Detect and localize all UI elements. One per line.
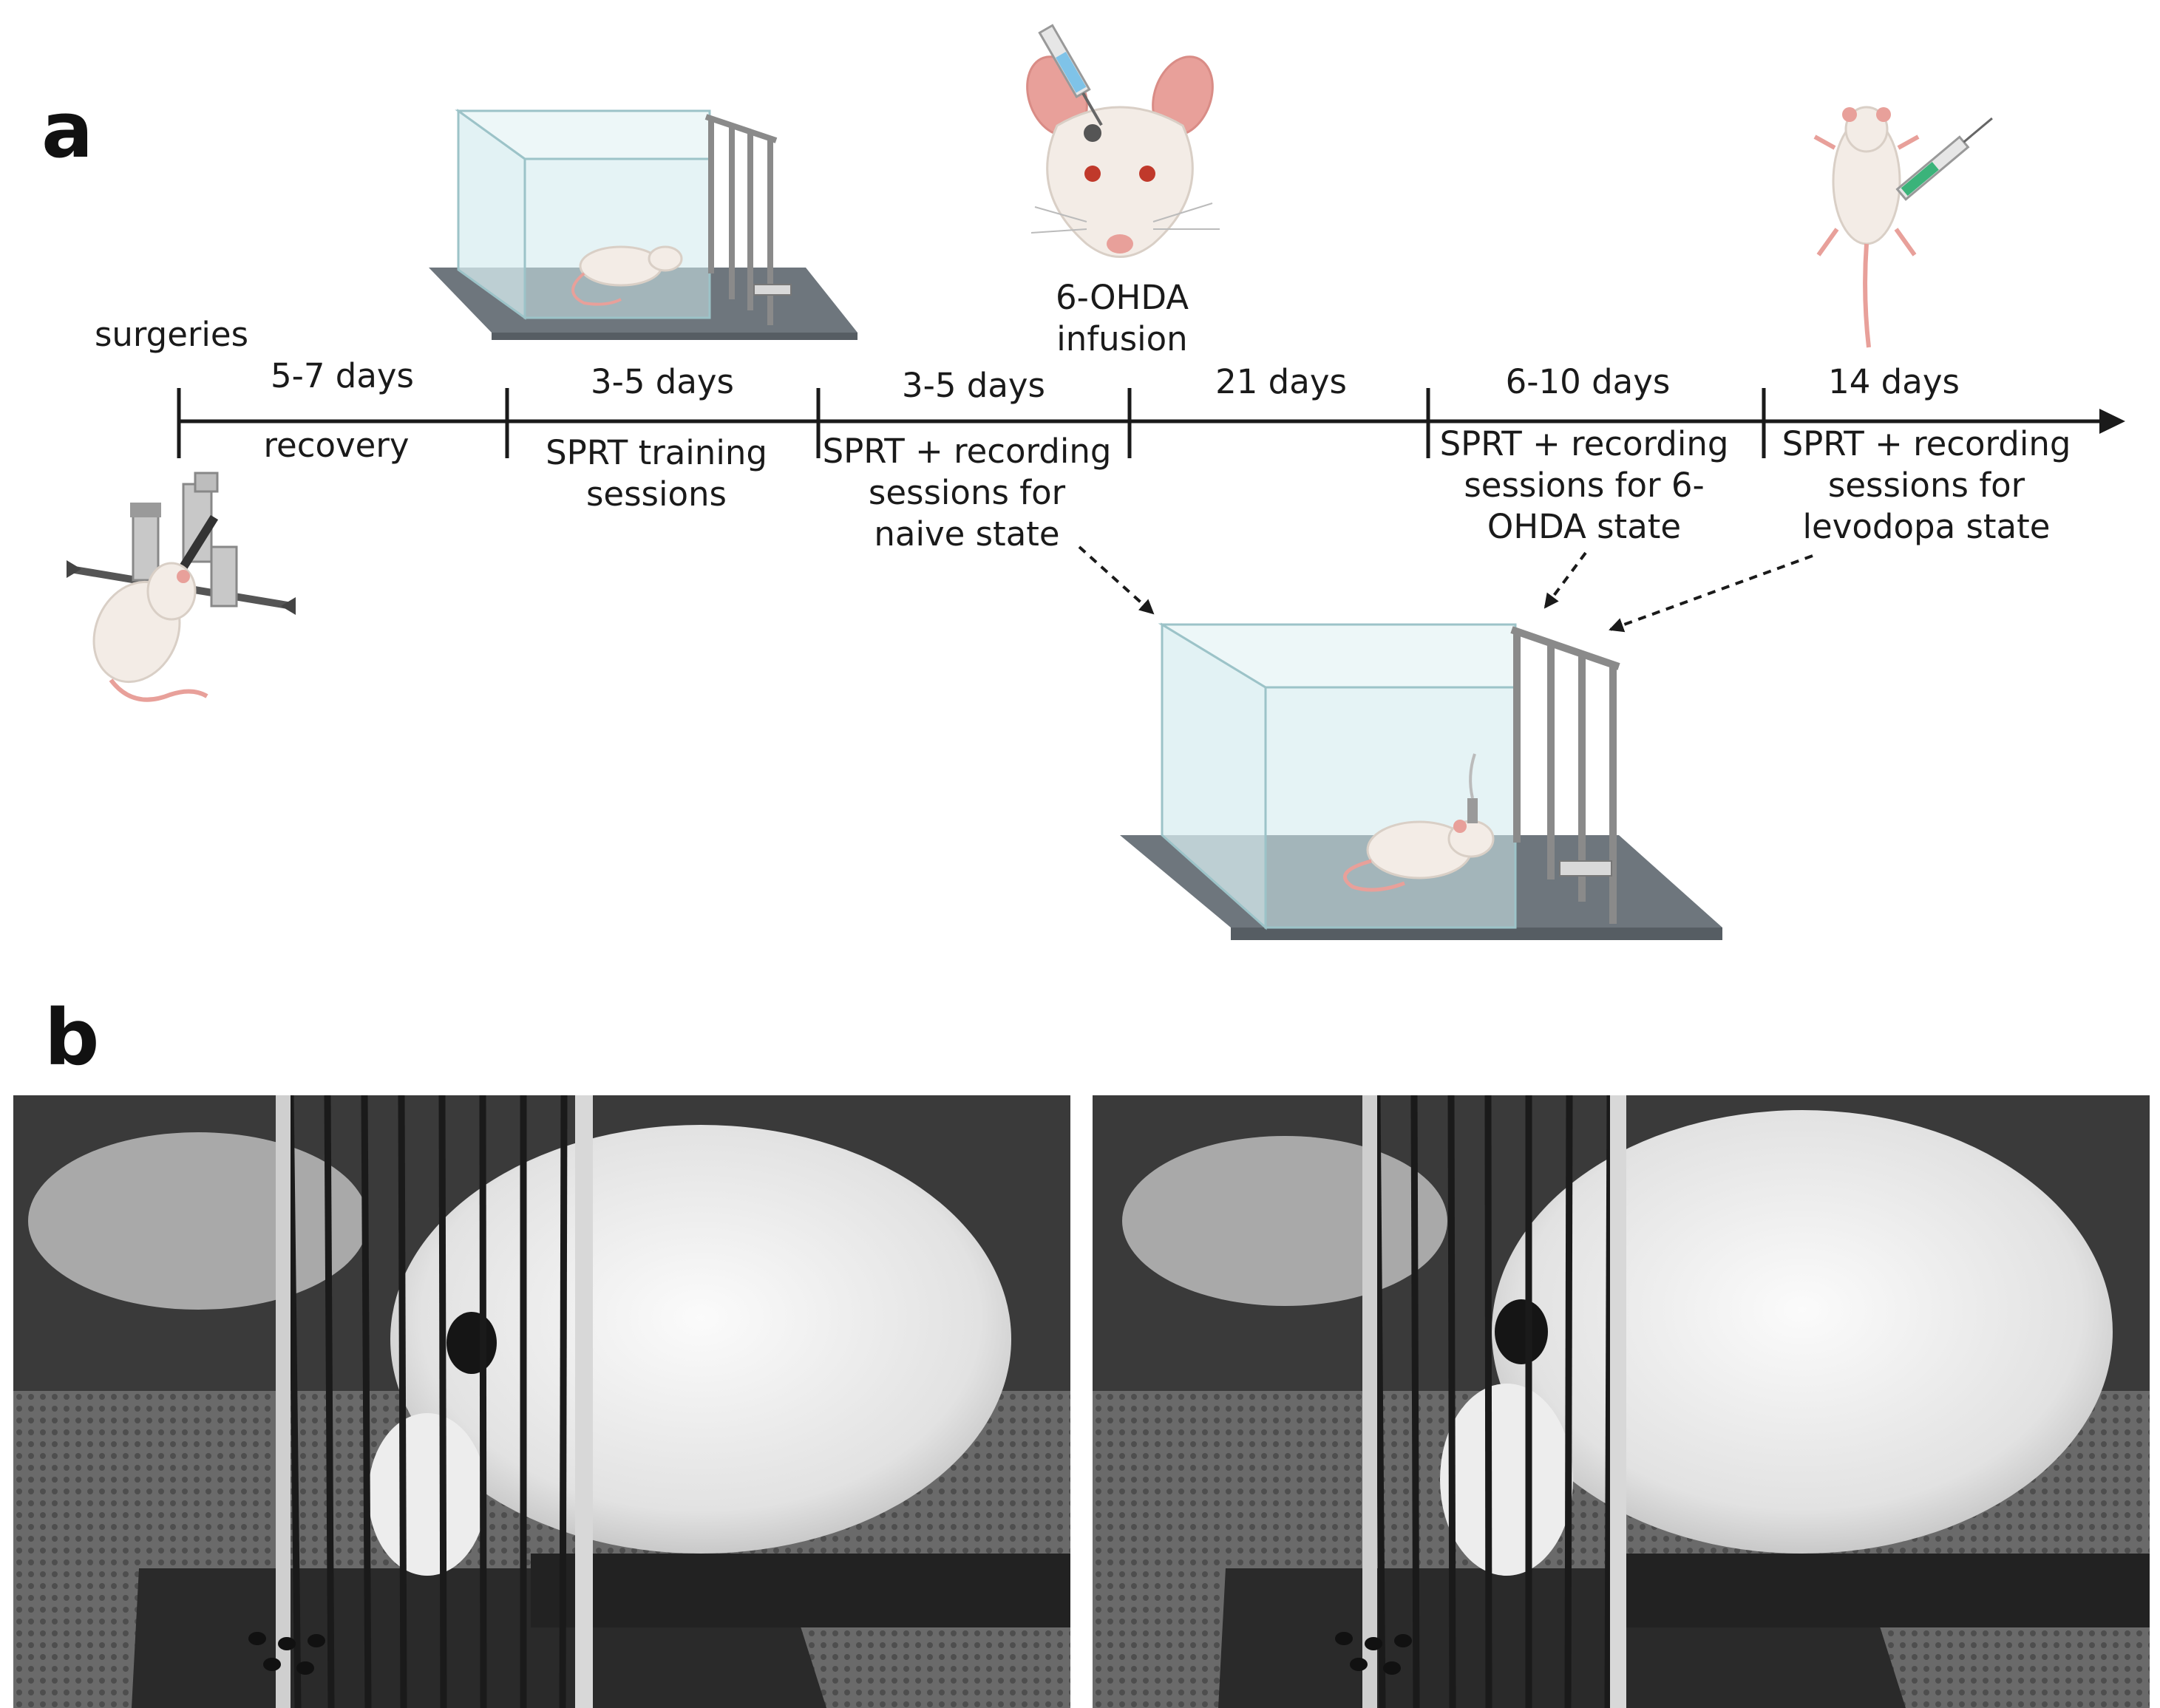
phase-5-duration: 6-10 days [1505,362,1671,401]
start-label: surgeries [94,315,249,354]
rat-injection-icon [1813,106,1993,348]
dashed-arrows [1078,545,1813,633]
phase-2-desc-line-2: sessions [585,474,727,514]
timeline-diagram [67,24,2125,940]
phase-5-desc-line-2: sessions for 6- [1464,466,1705,505]
rat-head-infusion-icon [1026,24,1220,258]
stereotaxic-frame-rat-icon [67,472,296,702]
phase-3-desc-line-3: naive state [874,514,1060,554]
timeline-axis [177,388,2125,458]
event-label-line-2: infusion [1056,319,1188,358]
recording-box-rat-icon [1120,622,1722,940]
training-box-rat-icon [429,109,857,340]
phase-5-desc-line-1: SPRT + recording [1439,424,1729,463]
phase-5-desc-line-3: OHDA state [1487,507,1682,546]
phase-6-desc-line-1: SPRT + recording [1782,424,2071,463]
phase-6-desc-line-2: sessions for [1827,466,2025,505]
phase-1-description: recovery [263,426,410,465]
phase-3-desc-line-1: SPRT + recording [822,432,1112,471]
panel-b-letter: b [44,993,100,1083]
phase-1-duration: 5-7 days [270,356,415,395]
phase-2-duration: 3-5 days [590,362,735,401]
photo-left [13,1095,1070,1708]
phase-6-desc-line-3: levodopa state [1802,507,2051,546]
phase-4-duration: 21 days [1215,362,1347,401]
phase-3-duration: 3-5 days [901,366,1046,405]
phase-2-desc-line-1: SPRT training [546,433,767,472]
phase-6-duration: 14 days [1828,362,1960,401]
panel-a-letter: a [41,85,94,175]
event-label-line-1: 6-OHDA [1055,278,1189,317]
phase-3-desc-line-2: sessions for [868,473,1066,512]
photo-right [1093,1095,2150,1708]
